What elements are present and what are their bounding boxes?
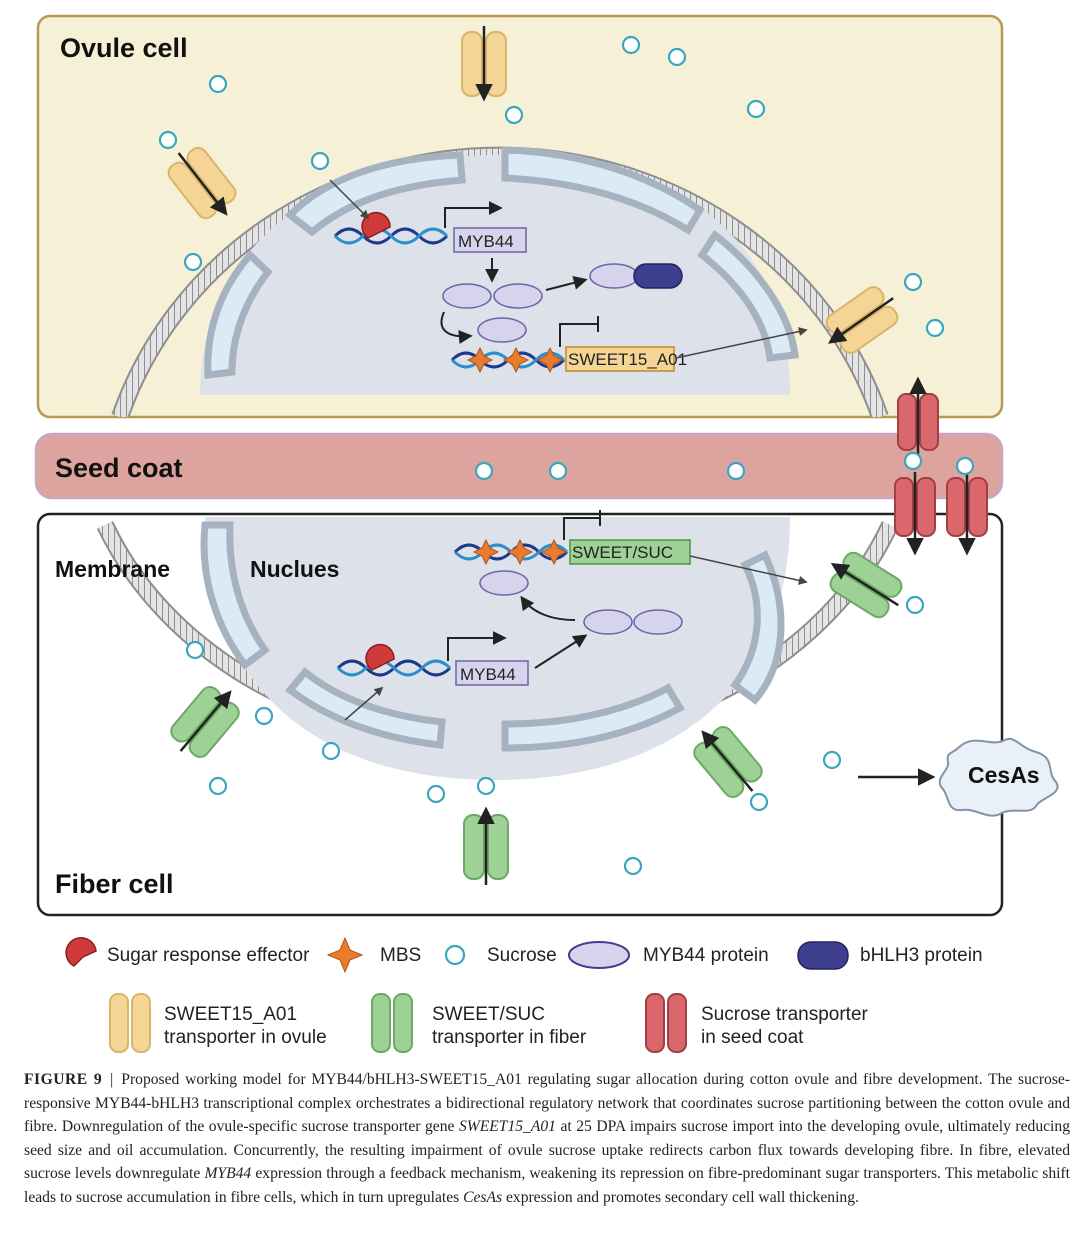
legend: Sugar response effector MBS Sucrose MYB4… bbox=[65, 936, 983, 1053]
seed-coat-transporter-lower-right bbox=[946, 472, 988, 556]
legend-label: in seed coat bbox=[701, 1027, 804, 1048]
sugar-response-effector-icon bbox=[365, 643, 395, 671]
sweet-suc-transporter-left bbox=[170, 686, 240, 758]
sweet15-transporter-top bbox=[461, 26, 507, 102]
caption-text: expression and promotes secondary cell w… bbox=[502, 1188, 859, 1206]
sweet-suc-transporter-upper-right bbox=[829, 551, 903, 619]
sweet15-transporter-right bbox=[825, 286, 899, 354]
working-model-diagram: Ovule cell MYB44 SWEET15_A01 bbox=[34, 14, 1059, 1053]
gene-sweet-suc: SWEET/SUC bbox=[572, 543, 673, 562]
ovule-cell-label: Ovule cell bbox=[60, 33, 188, 63]
sugar-response-effector-icon bbox=[65, 937, 97, 967]
nucleus-label: Nuclues bbox=[250, 556, 339, 582]
sweet-suc-transporter-lower-right bbox=[693, 726, 763, 798]
bhlh3-protein-icon bbox=[797, 941, 849, 970]
legend-label: SWEET15_A01 bbox=[164, 1004, 297, 1025]
legend-item-sweet-suc: SWEET/SUC transporter in fiber bbox=[371, 993, 587, 1053]
gene-myb44-bottom: MYB44 bbox=[460, 665, 516, 684]
legend-item-sugar-response-effector: Sugar response effector bbox=[65, 937, 310, 967]
gene-myb44-top: MYB44 bbox=[458, 232, 514, 251]
gene-sweet15-a01: SWEET15_A01 bbox=[568, 350, 687, 369]
legend-item-sucrose: Sucrose bbox=[444, 944, 557, 966]
mbs-star-icon bbox=[466, 346, 494, 374]
sweet15-transporter-icon bbox=[109, 993, 151, 1053]
legend-item-sweet15: SWEET15_A01 transporter in ovule bbox=[109, 993, 327, 1053]
mbs-star-icon bbox=[326, 936, 364, 974]
legend-item-myb44-protein: MYB44 protein bbox=[568, 941, 769, 969]
caption-italic-gene: SWEET15_A01 bbox=[458, 1118, 556, 1136]
fiber-cell-panel: Membrane Nuclues Fiber cell SWEET/SUC MY… bbox=[36, 510, 1059, 917]
seed-coat-transporter-upper bbox=[897, 376, 939, 458]
legend-label: transporter in fiber bbox=[432, 1027, 587, 1048]
mbs-star-icon bbox=[506, 538, 534, 566]
caption-italic-gene: CesAs bbox=[463, 1188, 503, 1206]
seed-coat-label: Seed coat bbox=[55, 453, 183, 483]
sweet-suc-transporter-bottom bbox=[463, 806, 509, 885]
caption-text: at 25 DPA impairs sucrose import into th… bbox=[24, 1118, 1070, 1183]
sweet15-transporter-left bbox=[167, 146, 237, 220]
ovule-dna-sweet15: SWEET15_A01 bbox=[450, 316, 687, 372]
legend-label: SWEET/SUC bbox=[432, 1004, 545, 1025]
ovule-dna-myb44: MYB44 bbox=[333, 201, 527, 253]
ovule-nuclear-envelope bbox=[204, 146, 799, 379]
cesas-icon bbox=[938, 737, 1059, 817]
fiber-cell-label: Fiber cell bbox=[55, 869, 174, 899]
legend-label: transporter in ovule bbox=[164, 1027, 327, 1048]
myb44-monomer-bottom bbox=[479, 570, 529, 596]
sweet-suc-transporter-icon bbox=[371, 993, 413, 1053]
mbs-star-icon bbox=[472, 538, 500, 566]
caption-text: expression through a feedback mechanism,… bbox=[24, 1165, 1071, 1206]
fiber-dna-myb44: MYB44 bbox=[336, 631, 529, 686]
myb44-bhlh3-complex bbox=[589, 263, 683, 289]
legend-label: Sucrose transporter bbox=[701, 1004, 869, 1025]
legend-item-seed-coat-transporter: Sucrose transporter in seed coat bbox=[645, 993, 869, 1053]
caption-separator: | bbox=[110, 1071, 114, 1088]
caption-text: Proposed working model for MYB44/bHLH3-S… bbox=[24, 1071, 1070, 1136]
legend-label: MYB44 protein bbox=[643, 945, 769, 966]
seed-coat-transporter-lower-left bbox=[894, 472, 936, 556]
legend-label: Sucrose bbox=[487, 945, 557, 966]
legend-label: Sugar response effector bbox=[107, 945, 310, 966]
legend-item-mbs: MBS bbox=[326, 936, 421, 974]
mbs-star-icon bbox=[536, 346, 564, 374]
myb44-dimer-bottom bbox=[583, 609, 683, 635]
legend-label: MBS bbox=[380, 945, 421, 966]
legend-item-bhlh3-protein: bHLH3 protein bbox=[797, 941, 983, 970]
myb44-monomer-top bbox=[477, 317, 527, 343]
seed-coat-transporter-icon bbox=[645, 993, 687, 1053]
mbs-star-icon bbox=[502, 346, 530, 374]
myb44-dimer-top bbox=[442, 283, 543, 309]
figure-caption: FIGURE 9 |Proposed working model for MYB4… bbox=[24, 1068, 1070, 1210]
figure-label: FIGURE 9 bbox=[24, 1071, 103, 1088]
cesas-label: CesAs bbox=[968, 762, 1040, 788]
myb44-protein-icon bbox=[568, 941, 630, 969]
legend-label: bHLH3 protein bbox=[860, 945, 983, 966]
mbs-star-icon bbox=[540, 538, 568, 566]
fiber-nuclear-envelope bbox=[200, 521, 785, 752]
sucrose-icon bbox=[444, 944, 466, 966]
caption-italic-gene: MYB44 bbox=[204, 1165, 252, 1183]
fiber-dna-sweet-suc: SWEET/SUC bbox=[453, 510, 691, 565]
seed-coat-band: Seed coat bbox=[34, 432, 1004, 500]
sucrose-molecules bbox=[158, 35, 975, 876]
membrane-label: Membrane bbox=[55, 556, 170, 582]
